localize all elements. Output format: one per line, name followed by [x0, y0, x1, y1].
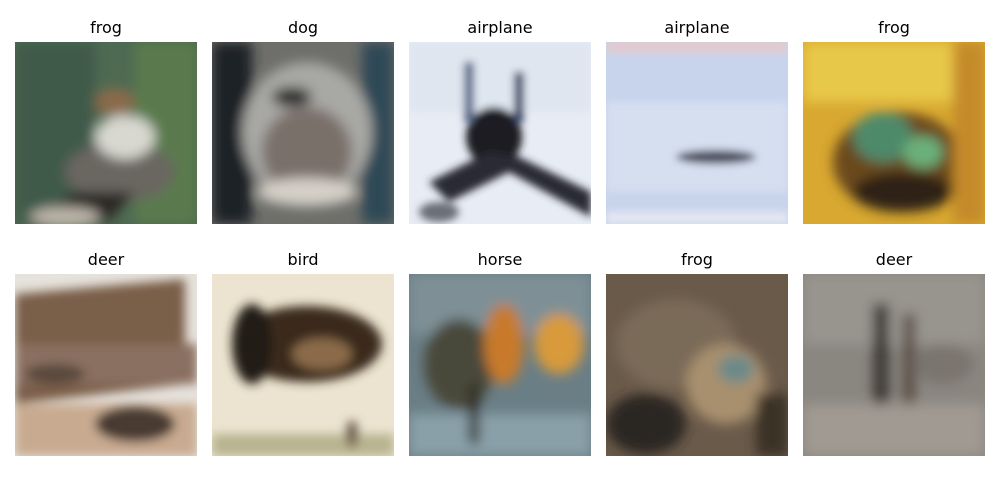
generated-image [803, 42, 985, 224]
grid-tile: horse [409, 250, 591, 456]
grid-tile: frog [15, 18, 197, 224]
grid-tile: deer [15, 250, 197, 456]
tile-label: dog [287, 18, 319, 37]
grid-tile: airplane [409, 18, 591, 224]
tile-label: frog [681, 250, 713, 269]
generated-image [606, 274, 788, 456]
generated-image [15, 42, 197, 224]
grid-tile: frog [803, 18, 985, 224]
tile-label: deer [87, 250, 125, 269]
generated-image [409, 42, 591, 224]
generated-image [606, 42, 788, 224]
grid-tile: deer [803, 250, 985, 456]
tile-label: frog [90, 18, 122, 37]
grid-tile: frog [606, 250, 788, 456]
generated-image [409, 274, 591, 456]
grid-tile: airplane [606, 18, 788, 224]
grid-tile: bird [212, 250, 394, 456]
tile-label: frog [878, 18, 910, 37]
generated-image [212, 42, 394, 224]
tile-label: bird [287, 250, 319, 269]
tile-label: horse [477, 250, 523, 269]
generated-image [212, 274, 394, 456]
tile-label: airplane [467, 18, 533, 37]
grid-tile: dog [212, 18, 394, 224]
generated-image [803, 274, 985, 456]
generated-image [15, 274, 197, 456]
tile-label: airplane [664, 18, 730, 37]
tile-label: deer [875, 250, 913, 269]
